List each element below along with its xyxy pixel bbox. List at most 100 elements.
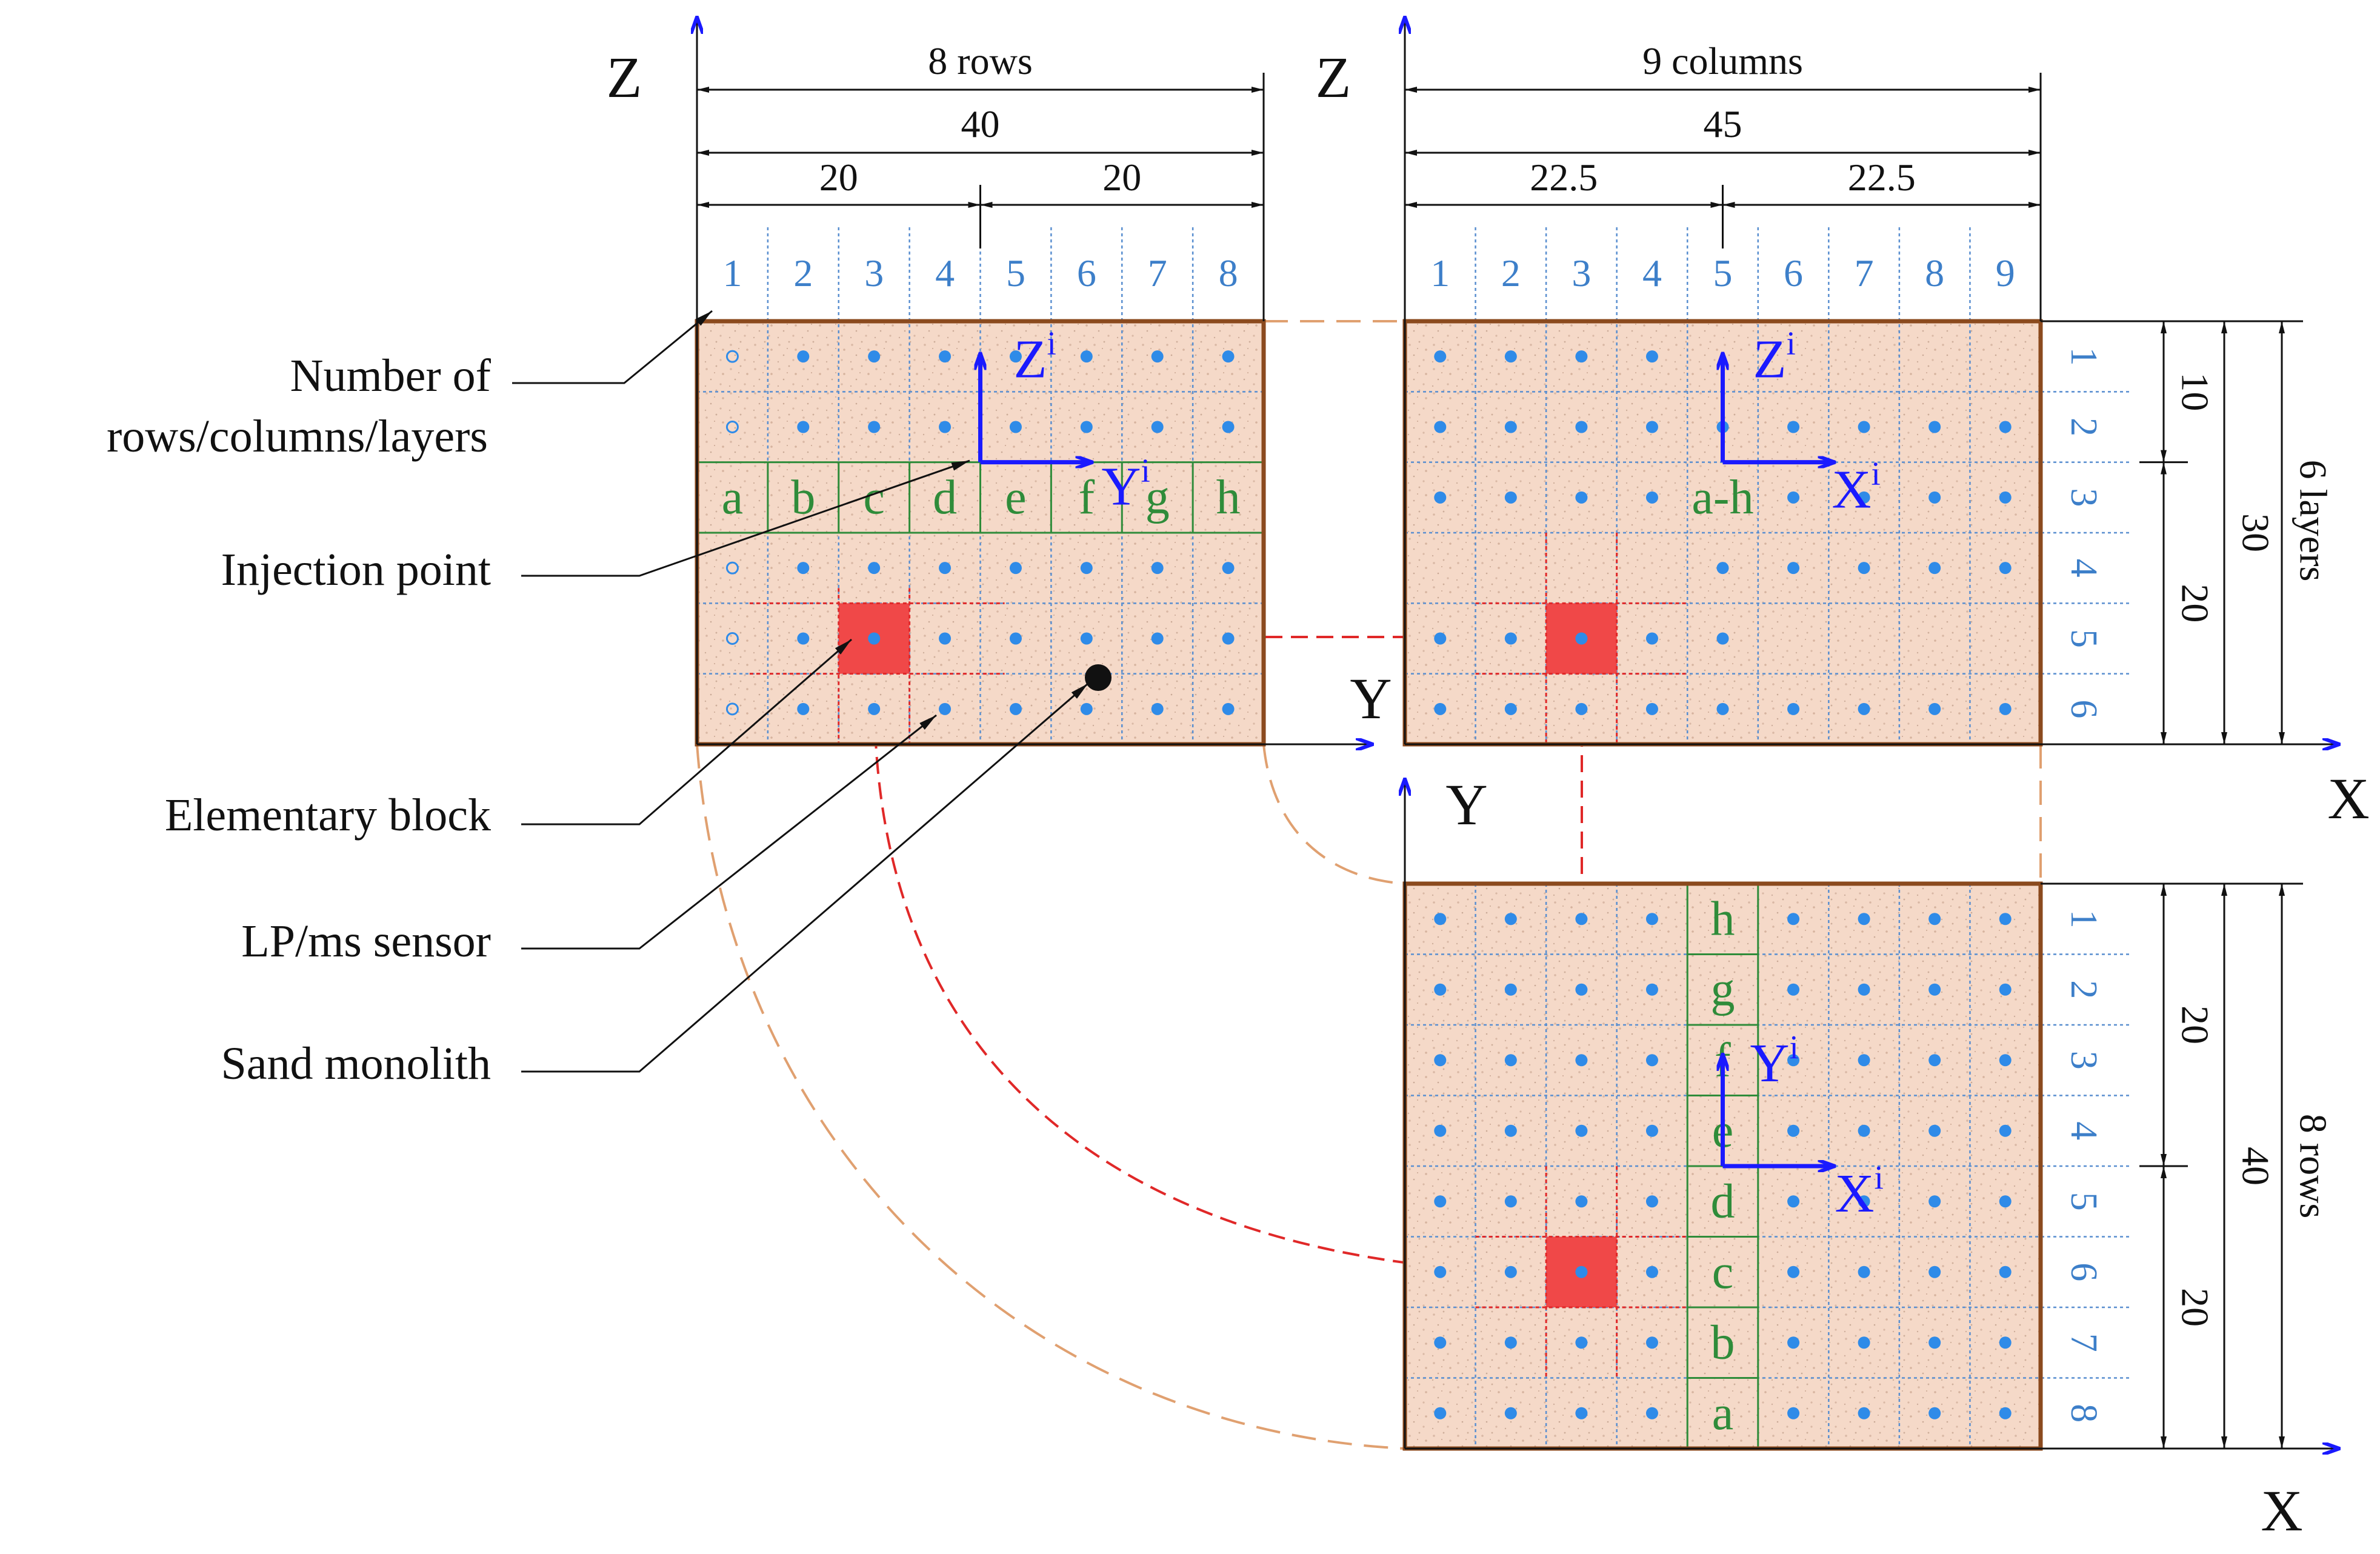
sensor-dot <box>1645 702 1658 715</box>
local-x-base: X <box>1832 460 1872 520</box>
sensor-dot <box>1009 421 1022 433</box>
dim-label: 8 rows <box>2292 1114 2335 1218</box>
axis-y-label: Y <box>1445 772 1487 837</box>
sensor-dot <box>1858 562 1870 575</box>
sensor-dot <box>1080 702 1093 715</box>
sensor-dot <box>868 350 881 363</box>
dim-label: 30 <box>2234 513 2277 552</box>
sensor-dot <box>797 350 810 363</box>
sensor-dot <box>1787 1195 1800 1208</box>
local-y-base: Y <box>1750 1033 1790 1093</box>
dim-label: 22.5 <box>1530 156 1598 199</box>
dim-label: 45 <box>1704 102 1742 145</box>
sensor-off-dot <box>725 702 739 716</box>
sensor-dot <box>1504 1195 1517 1208</box>
sensor-dot <box>1504 1266 1517 1278</box>
column-number: 2 <box>1501 252 1521 295</box>
layer-letter-f: f <box>1078 471 1095 524</box>
sensor-dot <box>1787 562 1800 575</box>
sensor-dot <box>939 632 952 645</box>
sensor-dot <box>1858 1124 1870 1137</box>
sensor-dot <box>1787 491 1800 504</box>
dim-label: 40 <box>2234 1147 2277 1186</box>
leader-lp-sensor <box>521 714 937 950</box>
column-number: 2 <box>793 252 813 295</box>
sensor-dot <box>1009 562 1022 575</box>
local-z-label: Zi <box>1014 325 1056 390</box>
dim-label: 20 <box>2173 584 2216 622</box>
layer-number: 5 <box>2063 629 2104 648</box>
sensor-dot <box>1434 350 1447 363</box>
local-y-sup: i <box>1141 452 1150 489</box>
local-y-base: Y <box>1102 457 1141 517</box>
dim-label: 20 <box>1102 156 1141 199</box>
sensor-dot <box>1858 1195 1870 1208</box>
sensor-dot <box>1999 1054 2012 1067</box>
sensor-dot <box>1080 350 1093 363</box>
sensor-dot <box>797 421 810 433</box>
sensor-dot <box>1575 983 1588 996</box>
column-number: 8 <box>1925 252 1944 295</box>
sensor-dot <box>1858 702 1870 715</box>
sensor-dot <box>1151 421 1164 433</box>
layer-letter-c: c <box>863 471 885 524</box>
local-z-label: Zi <box>1753 325 1796 390</box>
dim-label: 6 layers <box>2292 460 2335 582</box>
sensor-dot <box>1858 491 1870 504</box>
sensor-dot <box>1928 1407 1941 1419</box>
layer-letter-h: h <box>1216 471 1241 524</box>
sensor-dot <box>1645 983 1658 996</box>
dim-label: 8 rows <box>928 39 1032 82</box>
panel-xy: hgfedcbaYiXi12345678YX2020408 rows <box>1405 772 2339 1543</box>
sensor-dot <box>1858 1336 1870 1349</box>
sensor-dot <box>1928 562 1941 575</box>
sensor-dot <box>1151 702 1164 715</box>
local-x-label: Xi <box>1835 1159 1884 1224</box>
sensor-dot <box>1504 1124 1517 1137</box>
sensor-dot <box>1575 702 1588 715</box>
sensor-dot <box>1009 632 1022 645</box>
sensor-dot <box>1434 1124 1447 1137</box>
sensor-dot <box>1151 632 1164 645</box>
column-number: 4 <box>935 252 955 295</box>
row-letter-b: b <box>1711 1316 1735 1369</box>
sensor-dot <box>1645 1124 1658 1137</box>
layer-letter-a: a <box>722 471 744 524</box>
sensor-dot <box>1504 1336 1517 1349</box>
sensor-dot <box>1787 1266 1800 1278</box>
label-injection-point: Injection point <box>221 544 491 595</box>
sensor-dot <box>1222 702 1235 715</box>
row-number: 5 <box>2063 1192 2104 1211</box>
sensor-dot <box>1787 913 1800 925</box>
sensor-dot <box>1575 1407 1588 1419</box>
column-number: 5 <box>1006 252 1025 295</box>
sensor-dot <box>797 702 810 715</box>
column-number: 1 <box>1430 252 1450 295</box>
sensor-dot <box>1999 1266 2012 1278</box>
local-x-sup: i <box>1875 1159 1884 1196</box>
sensor-dot <box>1080 562 1093 575</box>
sensor-dot <box>1434 421 1447 433</box>
sensor-dot <box>1504 1407 1517 1419</box>
sensor-dot <box>1928 702 1941 715</box>
sensor-dot <box>1999 1195 2012 1208</box>
sensor-dot <box>1645 1336 1658 1349</box>
layer-letter-d: d <box>933 471 957 524</box>
dim-label: 20 <box>819 156 858 199</box>
guide-curve-1 <box>1262 744 1405 885</box>
sensor-dot <box>797 562 810 575</box>
local-y-sup: i <box>1790 1029 1799 1065</box>
layer-number: 1 <box>2063 347 2104 366</box>
row-number: 4 <box>2063 1121 2104 1140</box>
sensor-dot <box>1858 983 1870 996</box>
sensor-dot <box>1434 702 1447 715</box>
sensor-dot <box>1151 562 1164 575</box>
sensor-dot <box>1434 632 1447 645</box>
sensor-off-dot <box>725 632 739 645</box>
sensor-dot <box>1716 702 1729 715</box>
sensor-dot <box>1928 421 1941 433</box>
column-number: 3 <box>864 252 884 295</box>
